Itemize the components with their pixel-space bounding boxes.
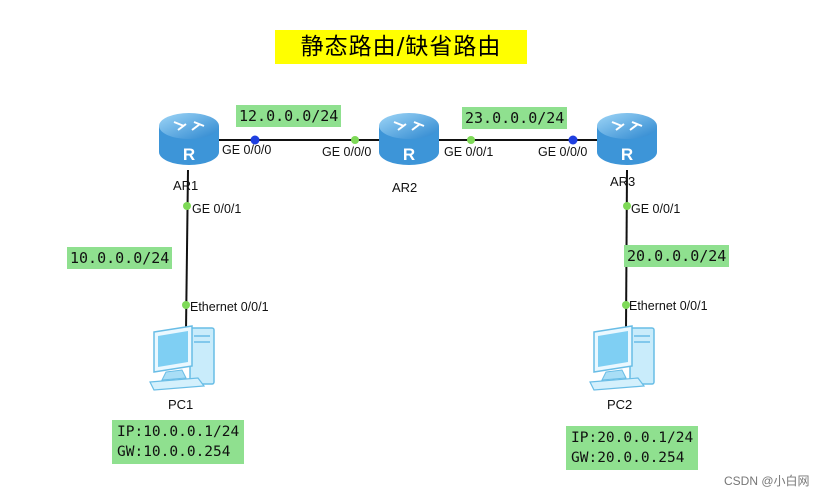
pc-pc1[interactable] [146,322,224,394]
device-label-pc2: PC2 [607,397,633,412]
pc2-gateway: GW:20.0.0.254 [571,450,685,466]
port-dot-pc1-eth [182,301,190,309]
pc1-config-box: IP:10.0.0.1/24 GW:10.0.0.254 [112,420,245,464]
port-dot-ar1-ge000 [250,135,260,145]
port-dot-ar2-ge001 [467,136,475,144]
pc2-config-box: IP:20.0.0.1/24 GW:20.0.0.254 [566,426,699,470]
port-label-pc2-eth: Ethernet 0/0/1 [629,299,708,313]
router-ar3[interactable]: R [594,108,660,168]
device-label-ar3: AR3 [610,174,636,189]
port-label-ar3-ge000: GE 0/0/0 [538,145,588,159]
network-label-ar2-ar3: 23.0.0.0/24 [462,107,568,129]
pc2-ip: IP:20.0.0.1/24 [571,430,694,446]
port-label-ar1-ge001: GE 0/0/1 [192,202,242,216]
device-label-pc1: PC1 [168,397,194,412]
router-ar2[interactable]: R [376,108,442,168]
port-dot-pc2-eth [622,301,630,309]
watermark: CSDN @小白网 [724,474,810,488]
port-label-ar2-ge001: GE 0/0/1 [444,145,494,159]
port-dot-ar2-ge000 [351,136,359,144]
port-dot-ar3-ge000 [568,135,578,145]
network-label-ar1-ar2: 12.0.0.0/24 [236,105,342,127]
computer-icon [589,325,655,391]
router-letter: R [621,145,633,164]
router-ar1[interactable]: R [156,108,222,168]
router-letter: R [403,145,415,164]
port-dot-ar1-ge001 [183,202,191,210]
device-label-ar2: AR2 [392,180,418,195]
port-label-ar3-ge001: GE 0/0/1 [631,202,681,216]
device-label-ar1: AR1 [173,178,199,193]
port-label-pc1-eth: Ethernet 0/0/1 [190,300,269,314]
router-icon: R [159,113,219,165]
pc-pc2[interactable] [586,322,664,394]
port-dot-ar3-ge001 [623,202,631,210]
network-label-ar1-pc1: 10.0.0.0/24 [67,247,173,269]
computer-icon [149,325,215,391]
port-label-ar2-ge000: GE 0/0/0 [322,145,372,159]
diagram-title: 静态路由/缺省路由 [275,30,527,64]
pc1-ip: IP:10.0.0.1/24 [117,424,240,440]
port-label-ar1-ge000: GE 0/0/0 [222,143,272,157]
network-label-ar3-pc2: 20.0.0.0/24 [624,245,730,267]
router-letter: R [183,145,195,164]
router-icon: R [597,113,657,165]
router-icon: R [379,113,439,165]
pc1-gateway: GW:10.0.0.254 [117,444,231,460]
